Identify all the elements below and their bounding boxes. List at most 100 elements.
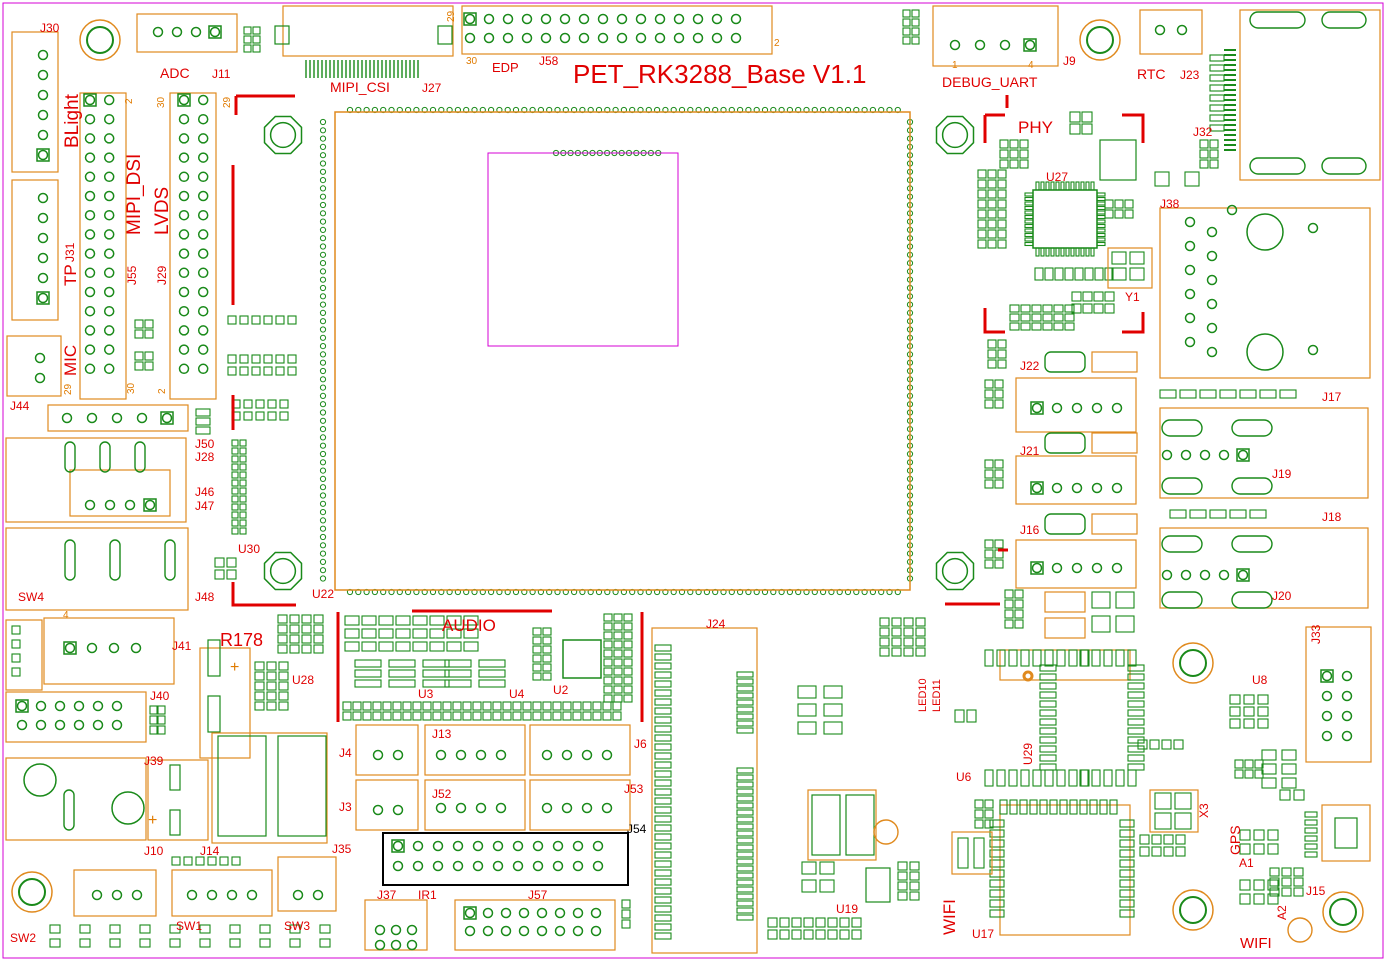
j55-pin: [103, 248, 115, 259]
j24-pad: [654, 689, 672, 697]
audio-bottom-caps: [532, 711, 542, 721]
r178-body: [199, 647, 251, 759]
j16: [1031, 562, 1043, 574]
u6-pad-top: [1056, 649, 1066, 667]
u29-pad-left: [1039, 736, 1057, 744]
x3-caps: [1139, 834, 1150, 845]
label-r178: R178: [220, 630, 263, 650]
u27-pin-t: [1090, 181, 1095, 191]
j24-pad: [654, 923, 672, 931]
phy-bottom-caps: [1034, 267, 1044, 281]
u30-caps: [251, 354, 261, 364]
j54-pin: [572, 860, 584, 872]
u2-caps: [542, 645, 552, 654]
j29-pin: [197, 190, 209, 202]
u17-pad-left: [989, 839, 1005, 848]
u27-pin-l: [1024, 228, 1034, 233]
j58-pin: [635, 32, 647, 44]
j38: [1184, 240, 1196, 252]
j16-body: [1015, 539, 1137, 589]
mount-soc-br-hole: [941, 557, 969, 585]
audio-bottom-caps: [412, 711, 422, 721]
j22: [1051, 402, 1063, 414]
ref-j14: J14: [200, 844, 220, 858]
u2-right-caps: [623, 649, 633, 658]
phy-right-caps: [1104, 209, 1114, 219]
audio-bottom-caps: [412, 701, 422, 711]
ref-sw1: SW1: [176, 919, 202, 933]
u27-pin-t: [1045, 181, 1050, 191]
j22-side-caps: [997, 349, 1007, 359]
wifi-caps: [974, 809, 984, 819]
j58-pin: [578, 13, 590, 25]
j33-pin: [1341, 730, 1353, 742]
j41: [108, 642, 120, 654]
audio-pad-row: [422, 659, 450, 668]
audio-bottom-caps: [602, 711, 612, 721]
u30-caps2: [267, 411, 277, 421]
x3-pads: [1174, 812, 1192, 830]
y1-pads: [1129, 267, 1145, 281]
ref-j22: J22: [1020, 359, 1040, 373]
u28-caps: [301, 644, 312, 654]
j13: [435, 749, 447, 761]
j33-pin: [1321, 690, 1333, 702]
u2-right-caps: [613, 676, 623, 685]
j21: [1031, 482, 1043, 494]
u6-pad-bot: [1056, 769, 1066, 787]
label-blight: BLight: [62, 93, 83, 148]
j29-pin: [197, 344, 209, 355]
j54-pin: [432, 860, 444, 872]
j15-caps: [1269, 867, 1280, 877]
u28-caps: [277, 624, 288, 634]
soc-pad-left: [319, 450, 327, 458]
phy-left-caps: [977, 239, 987, 249]
x3-caps: [1139, 846, 1150, 857]
ref-u4: U4: [509, 687, 525, 701]
gps-pads: [1253, 829, 1265, 841]
ref-j48: J48: [195, 590, 215, 604]
u19-bottom-caps: [791, 917, 802, 928]
j29-pin: [197, 229, 209, 240]
sw-row-pads: [139, 938, 151, 948]
j16-side-caps: [984, 459, 994, 469]
u6-pad-top: [1008, 649, 1018, 667]
u28-caps: [301, 614, 312, 624]
j13-body: [424, 724, 526, 776]
ref-j39: J39: [144, 754, 164, 768]
soc-pad-left: [319, 409, 327, 416]
j55-pin: [84, 171, 96, 183]
audio-pad-row2: [478, 669, 506, 678]
u2-right-caps: [613, 622, 623, 631]
j40-pin: [35, 700, 47, 712]
usb-slot-top: [1321, 11, 1367, 29]
soc-pad-left: [319, 525, 327, 532]
mount-br-hole: [1329, 898, 1357, 926]
mount-right-bot-ring: [1172, 889, 1214, 931]
j33-pin: [1341, 710, 1353, 722]
j55-pin: [84, 248, 96, 259]
j54-pin: [472, 840, 484, 852]
label-edp: EDP: [492, 60, 519, 75]
j15-pins: [1304, 851, 1318, 858]
j55-pin: [103, 305, 115, 317]
j40-pin: [54, 700, 66, 712]
j33-pin: [1321, 730, 1333, 742]
j58-pin: [559, 32, 571, 44]
audio-bottom-caps: [492, 711, 502, 721]
audio-bottom-caps: [522, 711, 532, 721]
j41: [64, 642, 76, 654]
j38-body: [1159, 207, 1371, 379]
label-audio: AUDIO: [442, 616, 496, 635]
j16-caps: [1044, 513, 1086, 535]
j58-pin: [578, 32, 590, 44]
j23-body: [1139, 9, 1203, 55]
audio-caps: [412, 628, 428, 639]
ref-u17: U17: [972, 927, 994, 941]
j24-pad-right: [736, 713, 754, 720]
u27-pin-r: [1096, 228, 1106, 233]
j57-pin: [554, 907, 566, 919]
j6: [541, 749, 553, 761]
j32-caps: [1199, 159, 1209, 169]
audio-pad-row2: [444, 669, 472, 678]
